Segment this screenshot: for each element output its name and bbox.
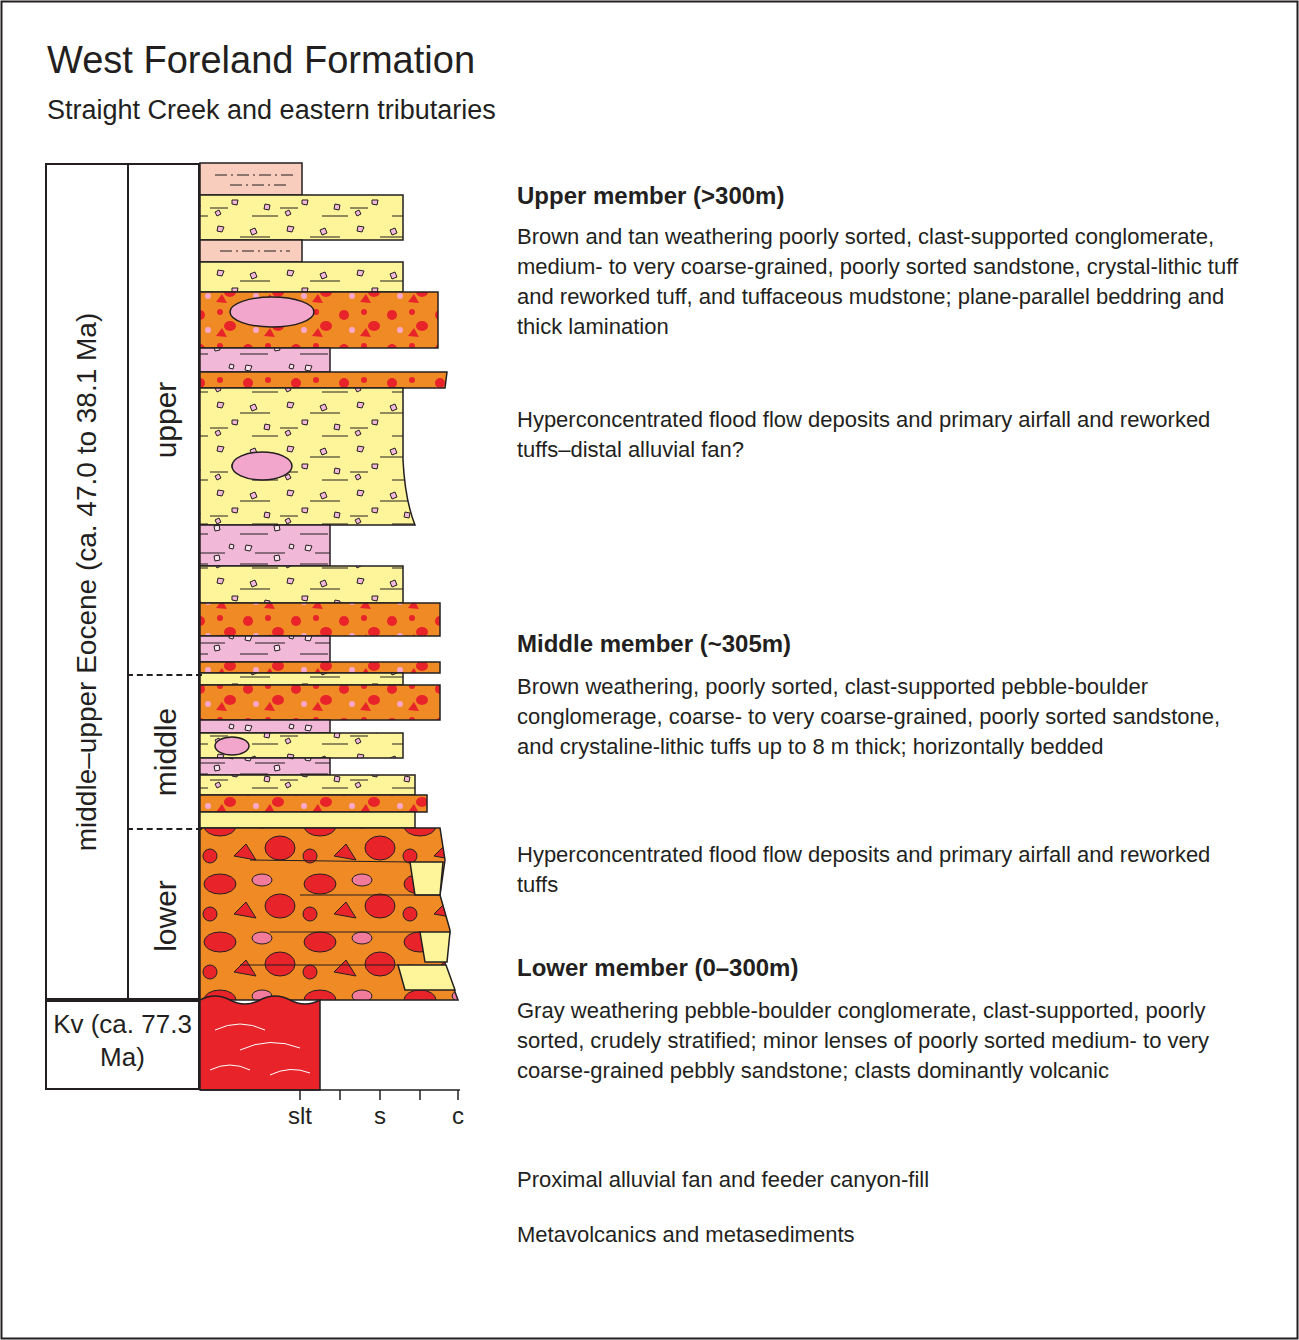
interpretation-text: Proximal alluvial fan and feeder canyon-… [517,1165,1257,1195]
grain-size-label: s [374,1100,386,1133]
node-text: middle–upper Eocene (ca. 47.0 to 38.1 Ma… [71,312,103,851]
lithology-text: Gray weathering pebble-boulder conglomer… [517,996,1257,1086]
member-box: middle [127,674,202,828]
subtitle: Straight Creek and eastern tributaries [47,92,496,129]
grain-size-label: c [452,1100,464,1133]
basement-box: Kv (ca. 77.3 Ma) [45,1000,200,1090]
node-text: lower [149,880,183,952]
basement-text: Metavolcanics and metasediments [517,1220,1257,1250]
member-heading: Lower member (0–300m) [517,952,798,985]
member-heading: Upper member (>300m) [517,180,784,213]
member-box: lower [127,828,202,1002]
member-box: upper [127,165,202,674]
interpretation-text: Hyperconcentrated flood flow deposits an… [517,840,1257,900]
diagram-title: West Foreland Formation [47,38,475,84]
lithology-text: Brown and tan weathering poorly sorted, … [517,222,1257,342]
node-text: middle [149,708,183,796]
node-text: Kv (ca. 77.3 Ma) [47,1002,198,1079]
node-text: upper [149,381,183,458]
grain-size-label: slt [288,1100,312,1133]
interpretation-text: Hyperconcentrated flood flow deposits an… [517,405,1257,465]
member-heading: Middle member (~305m) [517,628,791,661]
age-column: middle–upper Eocene (ca. 47.0 to 38.1 Ma… [45,163,200,1000]
lithology-text: Brown weathering, poorly sorted, clast-s… [517,672,1257,762]
